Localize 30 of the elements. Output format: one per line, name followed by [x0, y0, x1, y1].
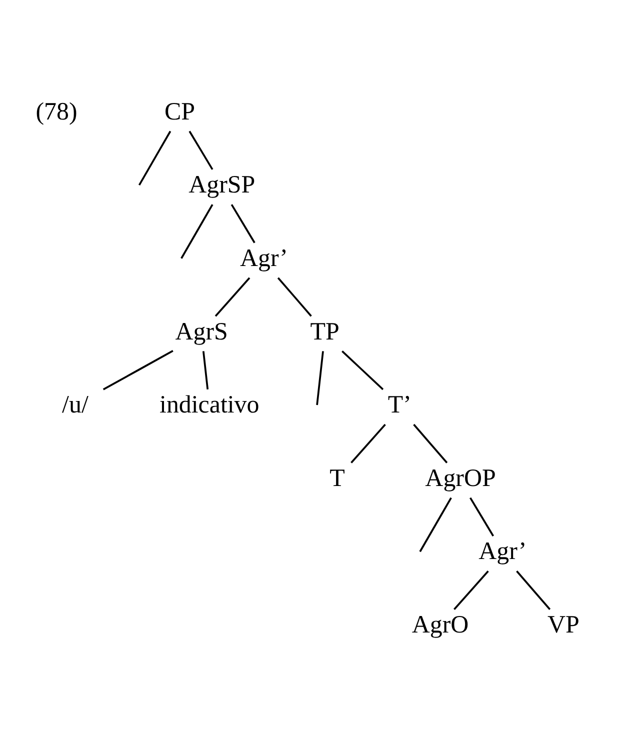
connector: [419, 497, 452, 552]
connector: [342, 350, 384, 390]
node-text: CP: [164, 98, 196, 126]
node-text: Agr’: [478, 538, 527, 566]
connector: [277, 277, 312, 317]
connector: [230, 204, 256, 244]
connector: [413, 424, 448, 464]
connector: [316, 351, 324, 406]
node-text: T’: [388, 392, 412, 419]
connector: [180, 204, 214, 259]
node-text: indicativo: [160, 392, 260, 419]
node-text: T: [330, 464, 345, 492]
connector: [454, 570, 489, 610]
connector: [188, 130, 214, 170]
node-text: AgrS: [175, 318, 228, 346]
node-text: AgrOP: [425, 464, 496, 492]
node-text: TP: [310, 318, 340, 346]
node-text: Agr’: [240, 244, 288, 272]
connector: [350, 424, 386, 464]
connector: [516, 570, 551, 610]
node-text: VP: [548, 612, 580, 639]
connector: [102, 350, 174, 390]
connector: [470, 497, 494, 536]
node-text: AgrSP: [188, 172, 256, 199]
label: (78): [36, 98, 78, 126]
connector: [214, 277, 250, 317]
connector: [202, 351, 209, 390]
node-text: /u/: [62, 392, 88, 419]
connector: [138, 130, 172, 186]
node-text: AgrO: [412, 612, 469, 639]
